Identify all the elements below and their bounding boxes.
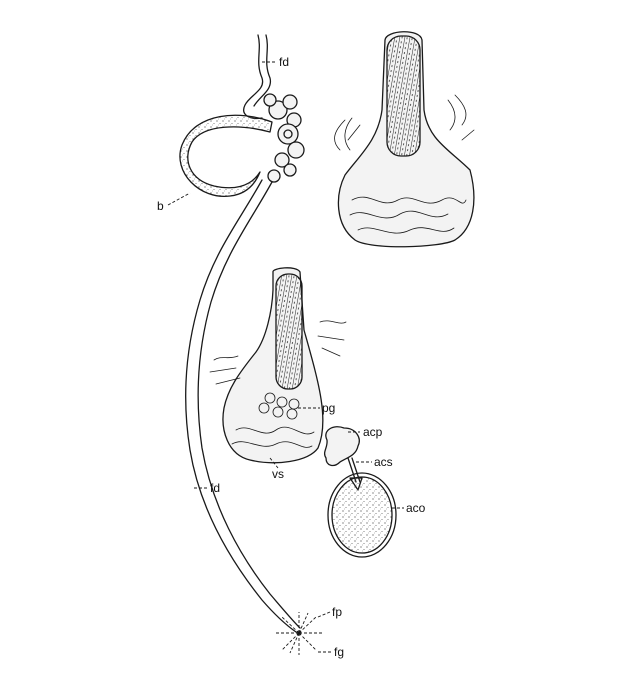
male-duct-diagram <box>179 34 322 655</box>
accessory-organ <box>323 426 397 558</box>
aco-bulb <box>331 476 393 554</box>
prostatic-glands <box>258 392 300 420</box>
bursa-loop <box>179 114 273 197</box>
gonopore-star <box>276 612 322 655</box>
label-aco: aco <box>406 501 426 515</box>
papilla-vesicle-top <box>334 31 475 248</box>
upper-duct <box>243 34 264 120</box>
papilla-top <box>386 35 421 157</box>
label-acs: acs <box>374 455 393 469</box>
label-fg: fg <box>334 645 344 659</box>
labels: fd b pg vs fd acp acs aco fp fg <box>157 55 426 659</box>
label-b: b <box>157 199 164 213</box>
acp-blob <box>323 426 360 467</box>
label-vs: vs <box>272 467 284 481</box>
label-pg: pg <box>322 401 335 415</box>
label-fd-top: fd <box>279 55 289 69</box>
label-acp: acp <box>363 425 383 439</box>
label-fd-mid: fd <box>210 481 220 495</box>
papilla-mid <box>275 273 303 390</box>
long-duct <box>185 179 297 633</box>
label-fp: fp <box>332 605 342 619</box>
papilla-vesicle-mid <box>209 267 347 464</box>
gland-rosette <box>263 93 305 183</box>
